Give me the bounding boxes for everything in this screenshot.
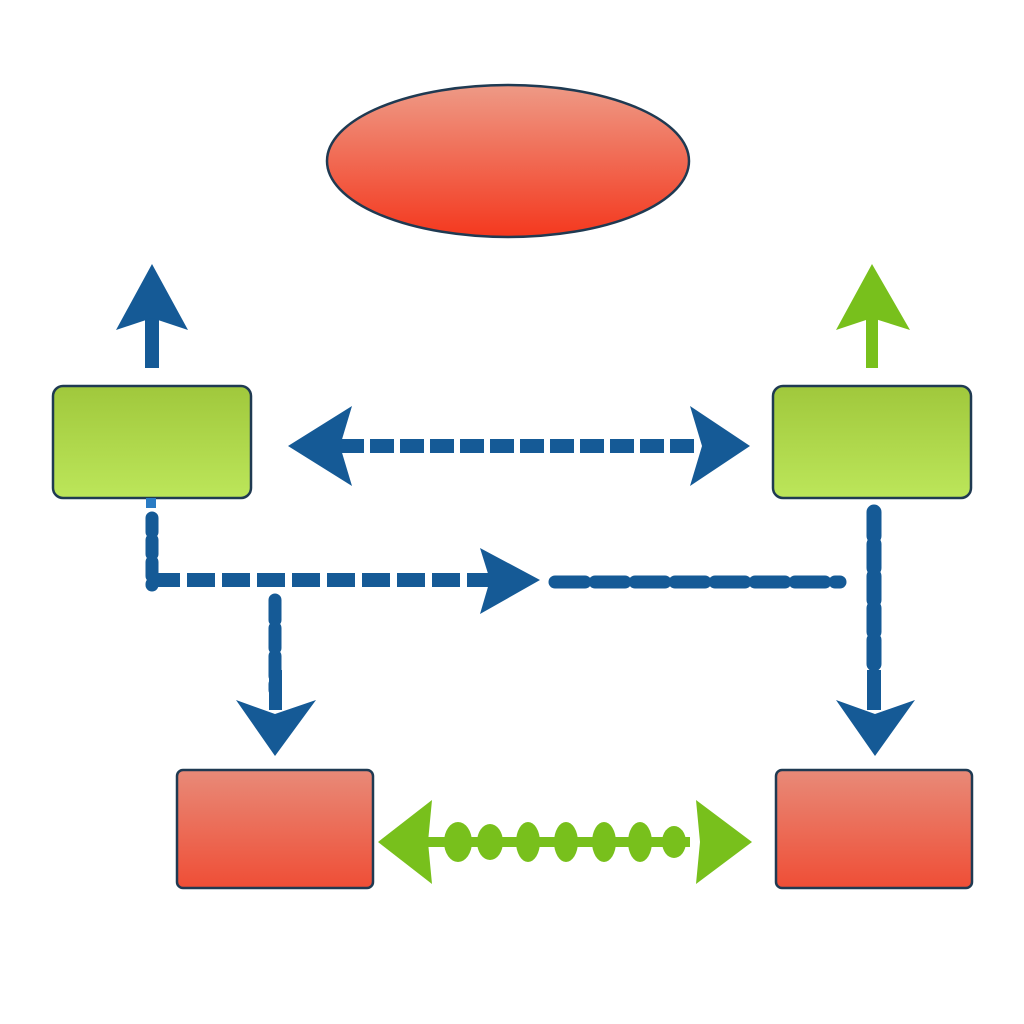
left-green-box — [51, 384, 253, 500]
right-green-box — [771, 384, 973, 500]
left-down-arrow — [236, 593, 316, 756]
red-boxes-bidirectional-arrow — [378, 800, 752, 884]
left-dashed-right-arrow — [145, 498, 540, 614]
top-ellipse-node — [325, 83, 691, 239]
left-up-arrow — [116, 264, 188, 368]
right-down-arrow — [836, 504, 915, 756]
green-boxes-bidirectional-arrow — [288, 406, 750, 486]
left-red-box — [175, 768, 375, 890]
right-red-box — [774, 768, 974, 890]
right-up-arrow — [836, 264, 910, 368]
